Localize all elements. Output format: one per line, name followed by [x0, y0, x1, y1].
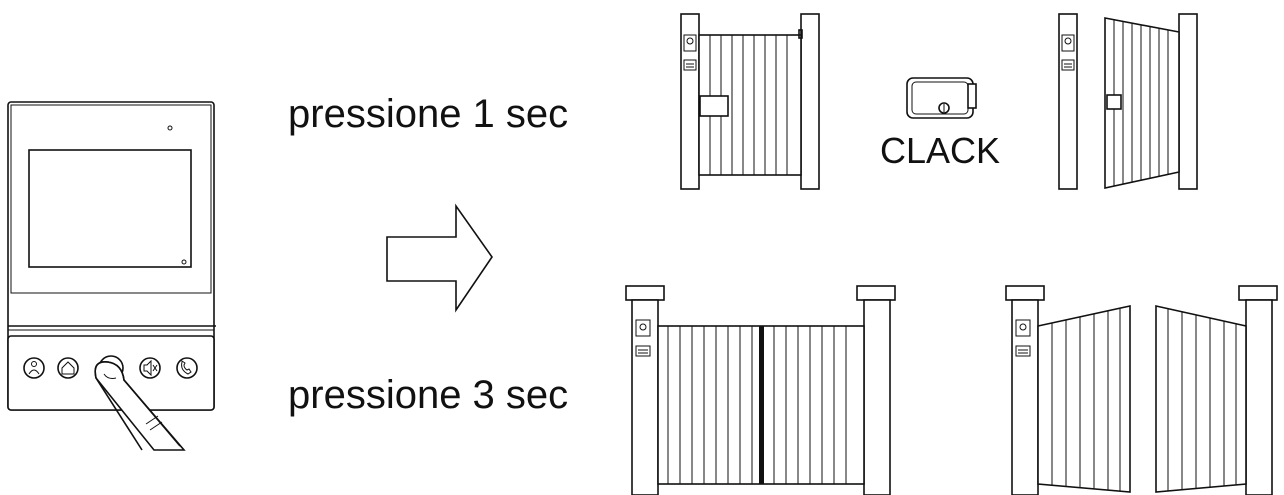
- gate-post-right: [800, 13, 820, 190]
- pedestrian-gate-closed: [680, 13, 820, 190]
- driveway-gate-open: [1005, 285, 1278, 495]
- led-indicator: [167, 125, 173, 131]
- press-short-label: pressione 1 sec: [288, 92, 569, 136]
- home-icon[interactable]: [57, 357, 79, 379]
- press-long-label: pressione 3 sec: [288, 373, 569, 417]
- electric-lock-icon: [906, 77, 977, 119]
- driveway-gate-closed: [625, 285, 896, 495]
- phone-icon[interactable]: [176, 357, 198, 379]
- pedestrian-gate-open: [1058, 13, 1198, 190]
- finger-icon: [94, 361, 186, 451]
- person-icon[interactable]: [23, 357, 45, 379]
- monitor-screen: [28, 149, 192, 268]
- speaker-mute-icon[interactable]: [139, 357, 161, 379]
- lock-sound-label: CLACK: [880, 130, 1001, 171]
- video-monitor: [7, 101, 216, 451]
- gate-lock: [699, 95, 729, 117]
- microphone-hole: [181, 259, 187, 265]
- right-arrow-icon: [386, 203, 493, 313]
